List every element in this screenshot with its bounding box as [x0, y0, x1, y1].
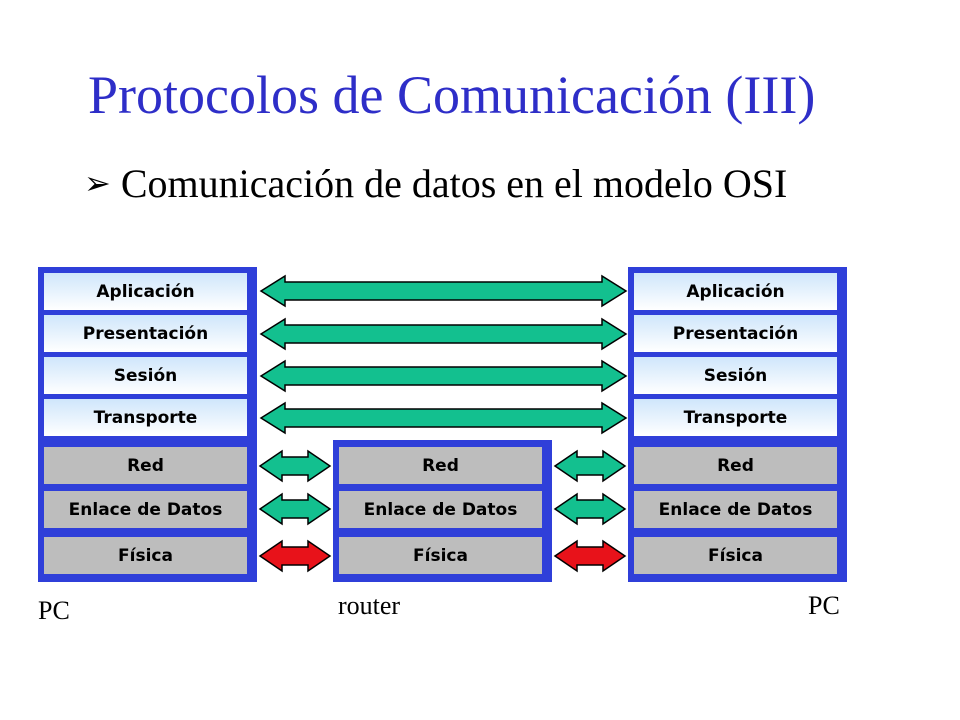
slide-title: Protocolos de Comunicación (III) [88, 65, 816, 125]
arrow-aplicacion [259, 274, 628, 308]
arrow-transporte [259, 401, 628, 435]
arrow-enlace-right [553, 492, 627, 526]
right-layer-fisica: Física [634, 537, 837, 574]
router-label: router [338, 591, 401, 620]
left-layer-fisica: Física [44, 537, 247, 574]
arrow-fisica-left [258, 539, 332, 573]
right-layer-aplicacion: Aplicación [634, 273, 837, 310]
right-pc-label: PC [808, 591, 840, 620]
arrow-red-left [258, 449, 332, 483]
arrowhead-bullet-icon: ➢ [84, 165, 111, 201]
arrow-enlace-left [258, 492, 332, 526]
right-layer-enlace: Enlace de Datos [634, 491, 837, 528]
left-layer-presentacion: Presentación [44, 315, 247, 352]
left-pc-stack: Aplicación Presentación Sesión Transport… [38, 267, 257, 582]
router-layer-enlace: Enlace de Datos [339, 491, 542, 528]
left-layer-transporte: Transporte [44, 399, 247, 436]
arrow-red-right [553, 449, 627, 483]
arrow-presentacion [259, 317, 628, 351]
router-stack: Red Enlace de Datos Física [333, 440, 552, 582]
left-layer-red: Red [44, 447, 247, 484]
right-pc-stack: Aplicación Presentación Sesión Transport… [628, 267, 847, 582]
right-layer-presentacion: Presentación [634, 315, 837, 352]
right-layer-transporte: Transporte [634, 399, 837, 436]
arrow-sesion [259, 359, 628, 393]
left-layer-sesion: Sesión [44, 357, 247, 394]
router-layer-fisica: Física [339, 537, 542, 574]
right-layer-red: Red [634, 447, 837, 484]
bullet-point: ➢Comunicación de datos en el modelo OSI [84, 160, 787, 207]
left-layer-aplicacion: Aplicación [44, 273, 247, 310]
left-layer-enlace: Enlace de Datos [44, 491, 247, 528]
bullet-text: Comunicación de datos en el modelo OSI [120, 161, 788, 206]
right-layer-sesion: Sesión [634, 357, 837, 394]
arrow-fisica-right [553, 539, 627, 573]
router-layer-red: Red [339, 447, 542, 484]
left-pc-label: PC [38, 596, 70, 625]
